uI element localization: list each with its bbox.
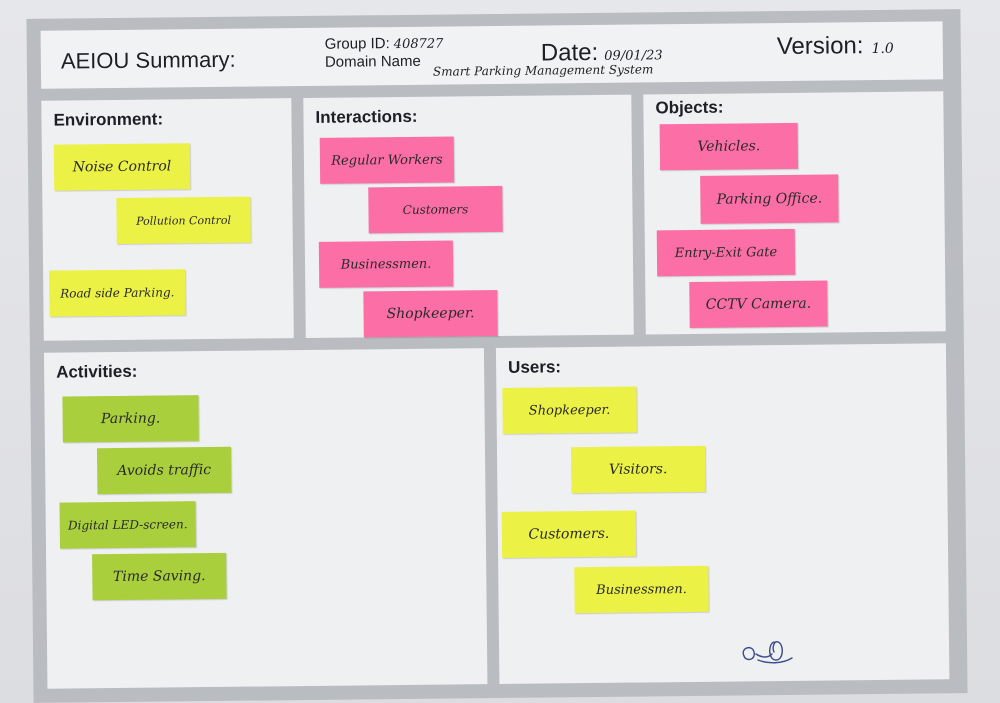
activities-title: Activities:: [56, 361, 138, 382]
sticky-note: Businessmen.: [318, 240, 454, 288]
page-title: AEIOU Summary:: [60, 46, 236, 74]
date-value: 09/01/23: [604, 48, 663, 64]
sticky-note: Vehicles.: [659, 122, 799, 171]
domain-name-label: Domain Name: [324, 52, 421, 71]
sticky-note: Regular Workers: [319, 136, 455, 184]
sticky-note: CCTV Camera.: [689, 280, 828, 328]
sticky-note: Businessmen.: [574, 565, 709, 614]
sticky-note: Time Saving.: [92, 552, 227, 601]
version-value: 1.0: [871, 40, 894, 58]
sticky-note: Road side Parking.: [49, 269, 186, 317]
sticky-note: Parking Office.: [700, 174, 839, 224]
sticky-note: Customers.: [501, 510, 637, 558]
signature-mark: [742, 641, 793, 664]
interactions-panel: Interactions: Regular Workers Customers …: [303, 94, 634, 339]
environment-panel: Environment: Noise Control Pollution Con…: [41, 98, 294, 341]
group-id-label: Group ID:: [324, 35, 390, 53]
activities-panel: Activities: Parking. Avoids traffic Digi…: [43, 348, 488, 689]
date: Date: 09/01/23: [541, 38, 663, 67]
header-bar: AEIOU Summary: Group ID:408727 Domain Na…: [40, 21, 944, 89]
users-panel: Users: Shopkeeper. Visitors. Customers. …: [495, 343, 950, 684]
sticky-note: Parking.: [62, 395, 199, 443]
sticky-note: Shopkeeper.: [363, 289, 498, 338]
sticky-note: Customers: [368, 185, 503, 234]
interactions-title: Interactions:: [315, 106, 418, 127]
objects-panel: Objects: Vehicles. Parking Office. Entry…: [643, 91, 946, 335]
sticky-note: Digital LED-screen.: [59, 501, 196, 549]
sticky-note: Entry-Exit Gate: [656, 228, 796, 277]
environment-title: Environment:: [53, 109, 164, 130]
version: Version: 1.0: [777, 32, 894, 61]
objects-title: Objects:: [655, 97, 724, 118]
sticky-note: Avoids traffic: [96, 446, 232, 495]
sticky-note: Noise Control: [53, 143, 191, 191]
sticky-note: Visitors.: [570, 445, 706, 494]
version-label: Version:: [776, 32, 864, 61]
group-id: Group ID:408727: [325, 35, 444, 55]
sticky-note: Pollution Control: [116, 196, 251, 244]
sticky-note: Shopkeeper.: [502, 386, 637, 434]
date-label: Date:: [540, 38, 599, 67]
aeiou-frame: AEIOU Summary: Group ID:408727 Domain Na…: [26, 9, 968, 703]
users-title: Users:: [508, 357, 562, 377]
group-id-value: 408727: [393, 36, 444, 53]
